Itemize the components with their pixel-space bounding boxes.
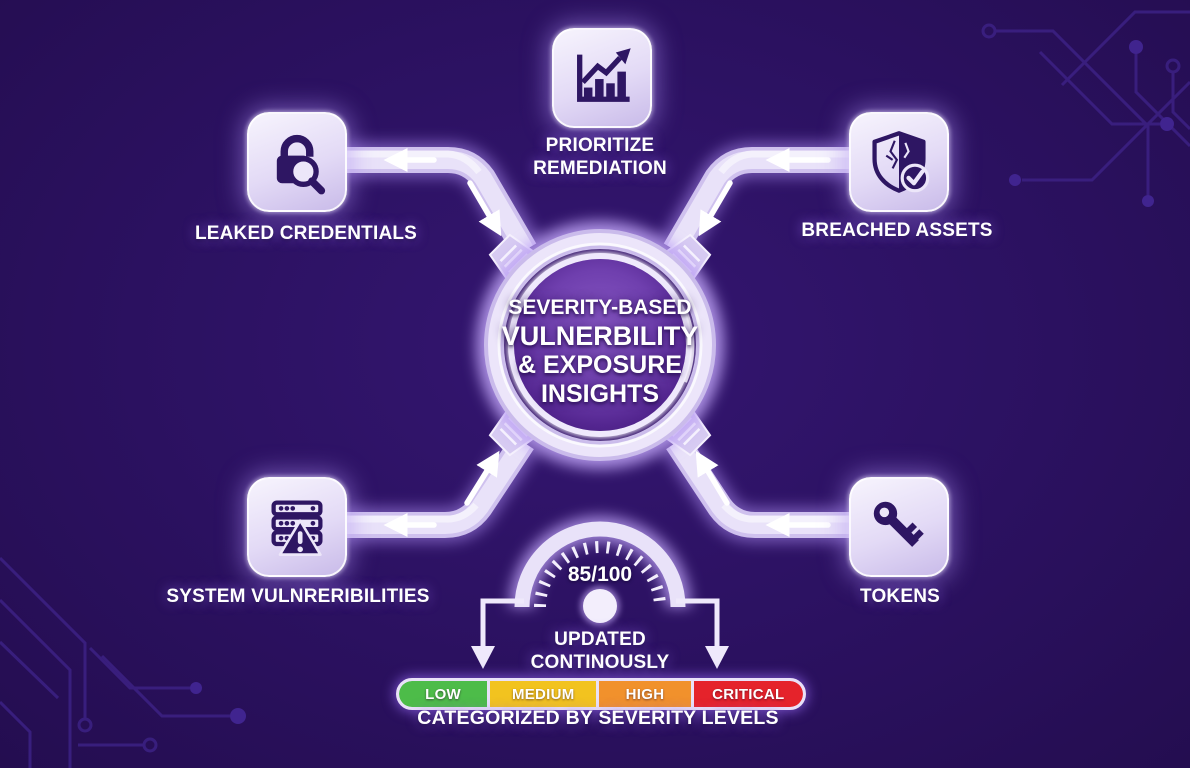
severity-segment-medium: MEDIUM: [490, 681, 597, 707]
connector-pipes: [340, 142, 860, 543]
label-prioritize-remediation: PRIORITIZE REMEDIATION: [533, 135, 667, 179]
severity-segment-high: HIGH: [599, 681, 691, 707]
lock-magnifier-icon: [276, 134, 326, 195]
breached-shield-icon: [872, 131, 930, 193]
label-system-vulnerabilities: SYSTEM VULNRERIBILITIES: [166, 586, 430, 607]
severity-segment-low: LOW: [399, 681, 488, 707]
key-icon: [873, 501, 924, 547]
severity-scale-caption: CATEGORIZED BY SEVERITY LEVELS: [417, 707, 779, 729]
severity-label-medium: MEDIUM: [511, 685, 575, 703]
score-gauge: [471, 516, 729, 669]
gauge-caption: UPDATED CONTINOUSLY: [530, 629, 670, 673]
bracket-arrow-right: [676, 598, 729, 669]
node-card-leaked-credentials: [247, 112, 347, 212]
gauge-center-dot: [583, 589, 617, 623]
hub-title: SEVERITY-BASED VULNERBILITY & EXPOSURE I…: [501, 296, 699, 408]
node-card-prioritize-remediation: [552, 28, 652, 128]
bracket-arrow-left: [471, 598, 524, 669]
circuit-pattern-top-right: [981, 10, 1190, 207]
label-breached-assets: BREACHED ASSETS: [801, 220, 993, 241]
severity-label-high: HIGH: [625, 685, 665, 703]
gauge-score: 85/100: [567, 563, 633, 586]
node-card-system-vulnerabilities: [247, 477, 347, 577]
server-warning-icon: [271, 500, 323, 556]
label-leaked-credentials: LEAKED CREDENTIALS: [194, 223, 418, 244]
node-card-breached-assets: [849, 112, 949, 212]
severity-scale-bar: LOW MEDIUM HIGH CRITICAL: [396, 678, 806, 710]
hub-ring: [476, 221, 724, 469]
node-card-tokens: [849, 477, 949, 577]
severity-segment-critical: CRITICAL: [693, 681, 803, 707]
growth-chart-icon: [577, 48, 631, 102]
severity-label-low: LOW: [425, 685, 461, 703]
severity-label-critical: CRITICAL: [712, 685, 785, 703]
label-tokens: TOKENS: [859, 586, 941, 607]
circuit-pattern-bottom-left: [0, 556, 246, 768]
